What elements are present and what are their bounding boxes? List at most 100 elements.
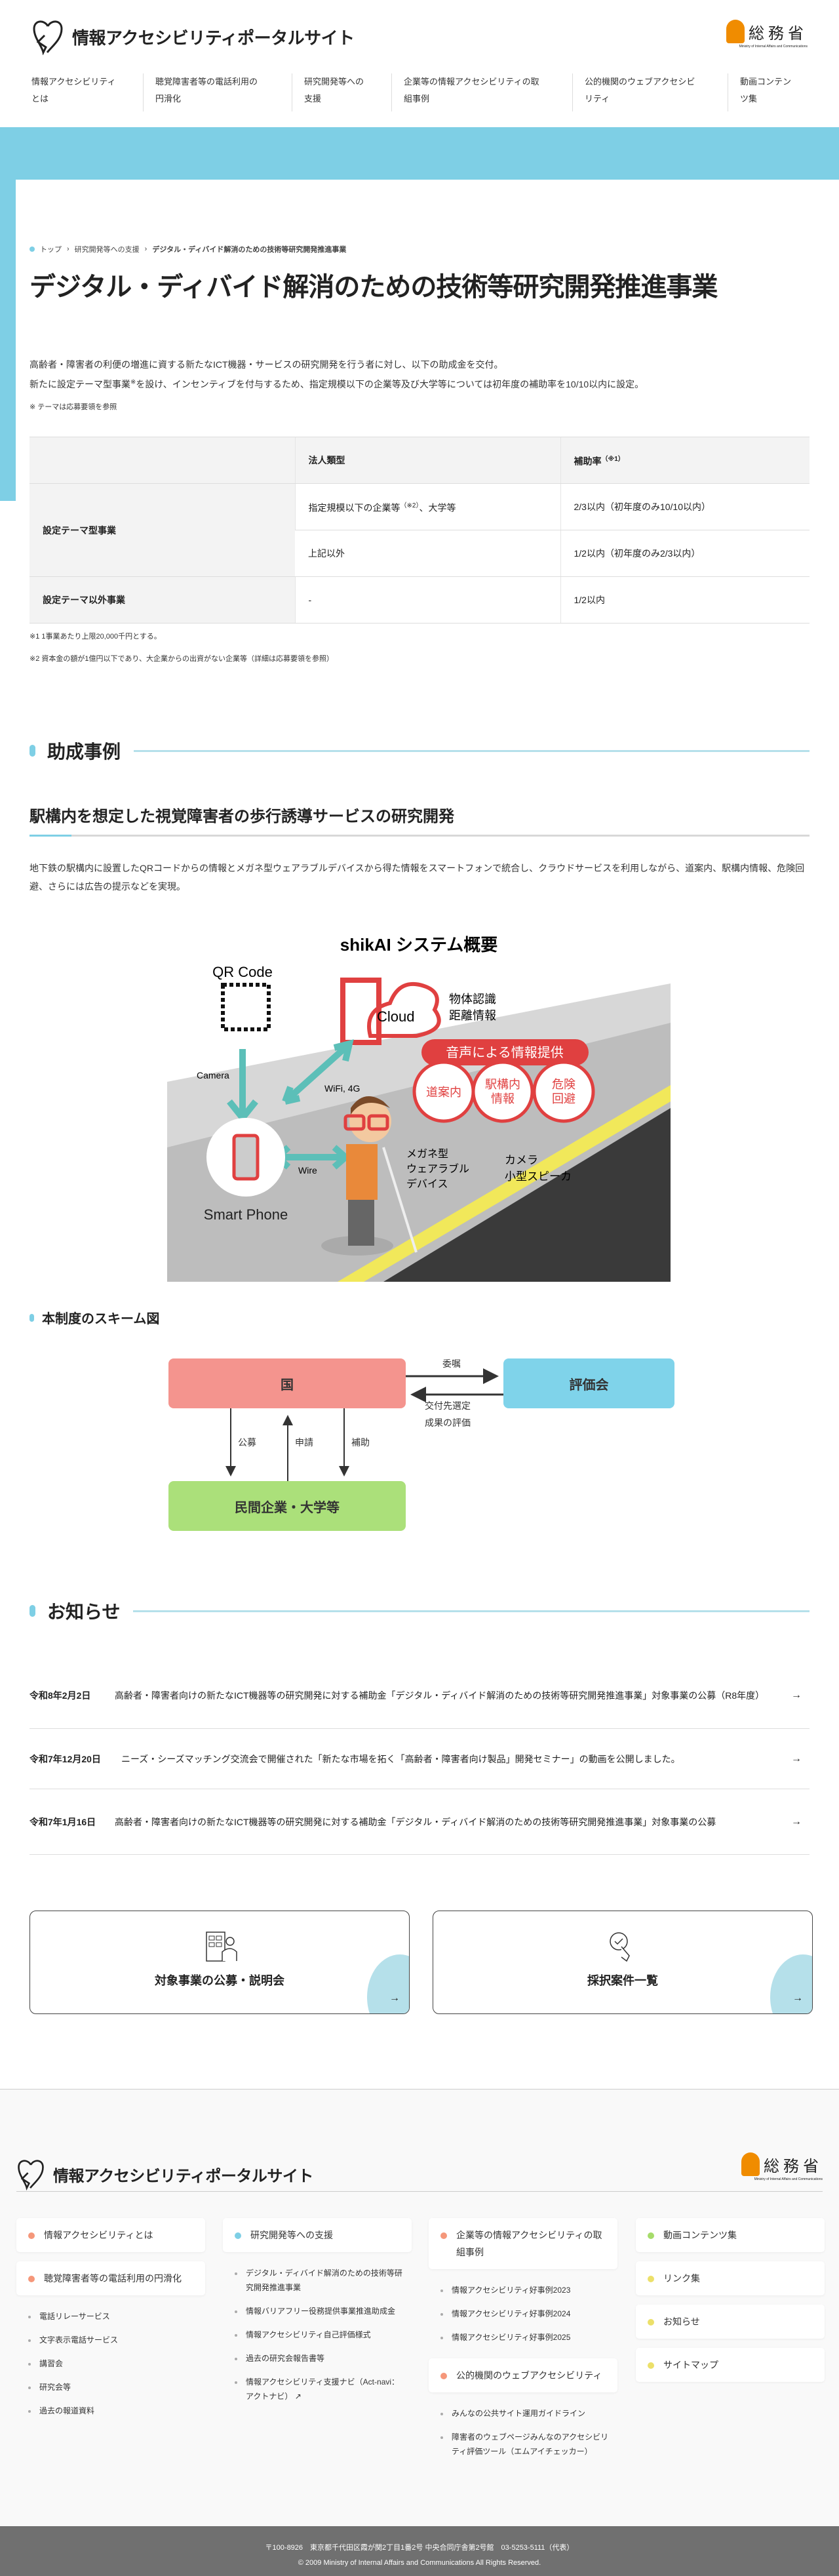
qr-code-icon: [221, 983, 271, 1031]
footer-bottom-bar: 〒100-8926 東京都千代田区霞が関2丁目1番2号 中央合同庁舎第2号館 0…: [0, 2526, 839, 2576]
footer-sublink[interactable]: 文字表示電話サービス: [16, 2328, 205, 2352]
footer-copyright: © 2009 Ministry of Internal Affairs and …: [298, 2559, 541, 2567]
footer-address: 〒100-8926 東京都千代田区霞が関2丁目1番2号 中央合同庁舎第2号館 0…: [265, 2544, 574, 2552]
label-hyoka: 成果の評価: [425, 1417, 471, 1428]
footer-ministry-logo[interactable]: 総務省 Ministry of Internal Affairs and Com…: [741, 2152, 823, 2181]
chevron-right-icon: ›: [144, 245, 147, 253]
breadcrumb: トップ› 研究開発等への支援› デジタル・ディバイド解消のための技術等研究開発推…: [29, 244, 346, 254]
footer-link[interactable]: リンク集: [636, 2261, 825, 2295]
footer-logo[interactable]: 情報アクセシビリティポータルサイト: [16, 2158, 313, 2190]
footer-sublink[interactable]: 情報アクセシビリティ好事例2024: [429, 2302, 617, 2326]
footer-sublink[interactable]: 過去の研究会報告書等: [223, 2347, 412, 2370]
intro-text-2: 新たに設定テーマ型事業※を設け、インセンティブを付与するため、指定規模以下の企業…: [29, 378, 644, 389]
server-icon: [340, 978, 381, 1045]
illustration-title: shikAI システム概要: [340, 935, 498, 955]
nav-item-research[interactable]: 研究開発等への支援: [292, 73, 391, 111]
footer-sublink[interactable]: 障害者のウェブページみんなのアクセシビリティ評価ツール（エムアイチェッカー）: [429, 2425, 617, 2463]
table-header-row: 法人類型補助率（※1）: [29, 437, 810, 484]
svg-text:ウェアラブル: ウェアラブル: [406, 1162, 469, 1175]
footer-sublink[interactable]: 情報バリアフリー役務提供事業推進助成金: [223, 2299, 412, 2323]
site-header: 情報アクセシビリティポータルサイト 総務省 Ministry of Intern…: [0, 0, 839, 127]
footer-sublink[interactable]: 情報アクセシビリティ支援ナビ（Act-navi：アクトナビ） ↗: [223, 2370, 412, 2408]
svg-text:物体認識: 物体認識: [449, 993, 496, 1006]
scheme-arrows: [225, 1368, 503, 1481]
footnote-2: ※2 資本金の額が1億円以下であり、大企業からの出資がない企業等（詳細は応募要領…: [29, 655, 334, 663]
svg-text:Wire: Wire: [298, 1165, 317, 1176]
footer-col-4: 動画コンテンツ集 リンク集 お知らせ サイトマップ: [636, 2218, 825, 2391]
news-item[interactable]: 令和7年12月20日ニーズ・シーズマッチング交流会で開催された「新たな市場を拓く…: [29, 1729, 810, 1789]
nav-item-telephone[interactable]: 聴覚障害者等の電話利用の円滑化: [143, 73, 292, 111]
site-title: 情報アクセシビリティポータルサイト: [72, 28, 355, 48]
footer-sublink[interactable]: 情報アクセシビリティ好事例2025: [429, 2326, 617, 2349]
svg-text:距離情報: 距離情報: [449, 1009, 496, 1022]
footer-link[interactable]: 情報アクセシビリティとは: [16, 2218, 205, 2252]
ministry-emblem-icon: [726, 20, 745, 43]
breadcrumb-research[interactable]: 研究開発等への支援: [74, 246, 140, 254]
case-description: 地下鉄の駅構内に設置したQRコードからの情報とメガネ型ウェアラブルデバイスから得…: [29, 863, 805, 892]
arrow-right-icon: →: [389, 1992, 400, 2004]
label-kobo: 公募: [238, 1437, 256, 1448]
site-footer: 情報アクセシビリティポータルサイト 総務省 Ministry of Intern…: [0, 2089, 839, 2526]
nav-item-videos[interactable]: 動画コンテンツ集: [728, 73, 806, 111]
button-adopted-list[interactable]: 採択案件一覧→: [433, 1911, 813, 2014]
hero-band: [0, 127, 839, 180]
heart-logo-icon: [18, 2160, 44, 2190]
footer-link[interactable]: 企業等の情報アクセシビリティの取組事例: [429, 2218, 617, 2269]
nav-item-accessibility[interactable]: 情報アクセシビリティとは: [31, 77, 116, 104]
footer-sublink[interactable]: 電話リレーサービス: [16, 2305, 205, 2328]
breadcrumb-current: デジタル・ディバイド解消のための技術等研究開発推進事業: [152, 246, 347, 254]
arrow-right-icon: →: [791, 1753, 802, 1764]
svg-text:音声による情報提供: 音声による情報提供: [446, 1045, 563, 1060]
news-item[interactable]: 令和7年1月16日高齢者・障害者向けの新たなICT機器等の研究開発に対する補助金…: [29, 1789, 810, 1855]
svg-text:Cloud: Cloud: [377, 1008, 414, 1025]
footer-col-1: 情報アクセシビリティとは 聴覚障害者等の電話利用の円滑化 電話リレーサービス 文…: [16, 2218, 205, 2432]
hand-check-icon: [610, 1932, 630, 1962]
footer-link[interactable]: お知らせ: [636, 2305, 825, 2339]
svg-text:Smart Phone: Smart Phone: [204, 1206, 288, 1223]
footer-sublink[interactable]: 情報アクセシビリティ自己評価様式: [223, 2323, 412, 2347]
button-recruitment[interactable]: 対象事業の公募・説明会→: [29, 1911, 410, 2014]
site-logo[interactable]: 情報アクセシビリティポータルサイト: [31, 18, 355, 55]
label-kofu: 交付先選定: [425, 1400, 471, 1411]
page-title: デジタル・ディバイド解消のための技術等研究開発推進事業: [29, 273, 718, 302]
footer-link[interactable]: 研究開発等への支援: [223, 2218, 412, 2252]
ministry-logo[interactable]: 総務省 Ministry of Internal Affairs and Com…: [726, 20, 808, 49]
heart-logo-icon: [33, 20, 63, 55]
news-item[interactable]: 令和8年2月2日高齢者・障害者向けの新たなICT機器等の研究開発に対する補助金「…: [29, 1662, 810, 1729]
nav-item-company-cases[interactable]: 企業等の情報アクセシビリティの取組事例: [391, 73, 572, 111]
scheme-heading: 本制度のスキーム図: [29, 1308, 159, 1327]
scheme-box-kuni: 国: [168, 1358, 406, 1408]
arrow-right-icon: →: [791, 1815, 802, 1827]
svg-text:デバイス: デバイス: [406, 1178, 448, 1190]
nav-item-public-web[interactable]: 公的機関のウェブアクセシビリティ: [572, 73, 728, 111]
content-card-corner: [16, 180, 839, 219]
footer-sublink[interactable]: 講習会: [16, 2352, 205, 2375]
footer-link[interactable]: 聴覚障害者等の電話利用の円滑化: [16, 2261, 205, 2295]
building-person-icon: [206, 1932, 237, 1962]
breadcrumb-top[interactable]: トップ: [40, 246, 62, 254]
footer-sublink[interactable]: デジタル・ディバイド解消のための技術等研究開発推進事業: [223, 2261, 412, 2299]
footer-link[interactable]: サイトマップ: [636, 2348, 825, 2382]
external-link-icon: ↗: [294, 2392, 302, 2401]
svg-text:駅構内: 駅構内: [485, 1078, 520, 1091]
ministry-emblem-icon: [741, 2152, 760, 2176]
footer-sublink[interactable]: 情報アクセシビリティ好事例2023: [429, 2278, 617, 2302]
svg-text:小型スピーカ: 小型スピーカ: [505, 1170, 572, 1183]
scheme-box-hyokakai: 評価会: [503, 1358, 674, 1408]
svg-text:Camera: Camera: [197, 1070, 229, 1080]
footer-sublink[interactable]: みんなの公共サイト運用ガイドライン: [429, 2402, 617, 2425]
footer-sublink[interactable]: 過去の報道資料: [16, 2399, 205, 2423]
footer-link[interactable]: 動画コンテンツ集: [636, 2218, 825, 2252]
hero-strip: [0, 180, 16, 501]
svg-text:QR Code: QR Code: [212, 964, 273, 980]
svg-text:道案内: 道案内: [426, 1086, 461, 1099]
label-hojo: 補助: [351, 1437, 370, 1448]
footer-link[interactable]: 公的機関のウェブアクセシビリティ: [429, 2358, 617, 2392]
case-title: 駅構内を想定した視覚障害者の歩行誘導サービスの研究開発: [29, 808, 454, 825]
svg-text:カメラ: カメラ: [505, 1154, 538, 1166]
footer-sublink[interactable]: 研究会等: [16, 2375, 205, 2399]
breadcrumb-dot-icon: [29, 247, 35, 252]
